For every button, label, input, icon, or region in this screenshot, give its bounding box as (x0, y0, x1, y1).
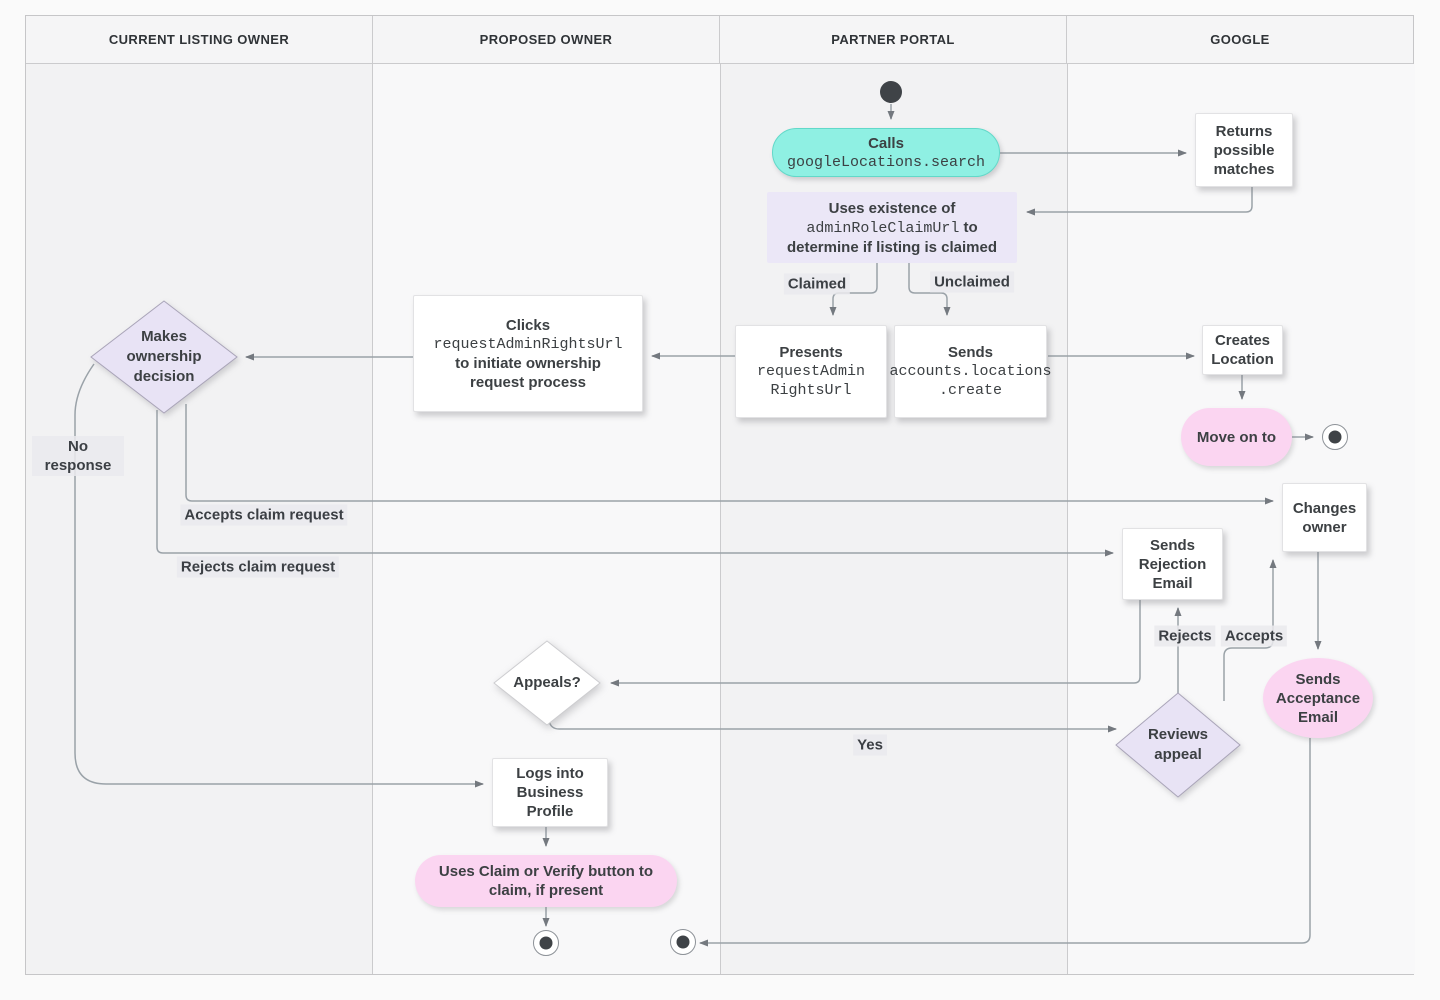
sends-create-label: Sends (947, 344, 993, 361)
uses-existence-code: adminRoleClaimUrl (806, 219, 960, 237)
makes-ownership-decision-diamond (90, 300, 238, 414)
presents-code-line2: RightsUrl (770, 382, 852, 399)
presents-label: Presents (779, 344, 843, 361)
clicks-line3: to initiate ownership (455, 354, 601, 372)
uses-existence-line1: Uses existence of (828, 199, 956, 217)
end-node-google (1322, 424, 1348, 450)
returns-possible-matches-node: Returns possible matches (1195, 113, 1293, 187)
appeals-label: Appeals? (513, 674, 581, 691)
sends-create-code-line2: .create (938, 382, 1002, 399)
sends-create-code-line1: accounts.locations (889, 363, 1052, 380)
edge-label-accepts-claim-request: Accepts claim request (180, 504, 348, 526)
uses-existence-line2-suffix: to (959, 218, 978, 236)
clicks-code: requestAdminRightsUrl (433, 335, 623, 353)
calls-code: googleLocations.search (786, 153, 986, 171)
presents-code-line1: requestAdmin (756, 363, 866, 380)
edge-label-no-response: No response (32, 436, 124, 476)
creates-location-node: Creates Location (1202, 325, 1283, 375)
sends-rejection-email-node: Sends Rejection Email (1122, 528, 1223, 600)
logs-into-business-profile-label: Logs into Business Profile (516, 765, 584, 820)
lane-header-google: GOOGLE (1067, 16, 1413, 63)
sends-acceptance-email-label: Sends Acceptance Email (1275, 670, 1361, 726)
end-node-dot (676, 935, 690, 949)
reviews-appeal-diamond (1115, 692, 1241, 798)
uses-existence-line3: determine if listing is claimed (786, 238, 998, 256)
sends-acceptance-email-node: Sends Acceptance Email (1263, 658, 1373, 738)
end-node-dot (1328, 430, 1342, 444)
edge-label-accepts: Accepts (1220, 625, 1288, 647)
reviews-appeal-label: Reviews appeal (1147, 726, 1209, 763)
creates-location-label: Creates Location (1211, 332, 1274, 368)
edge-label-rejects: Rejects (1154, 625, 1216, 647)
returns-possible-matches-label: Returns possible matches (1213, 122, 1275, 178)
lane-header-partner-portal: PARTNER PORTAL (720, 16, 1067, 63)
sends-rejection-email-label: Sends Rejection Email (1138, 536, 1207, 592)
appeals-diamond (493, 640, 601, 726)
logs-into-business-profile-node: Logs into Business Profile (492, 758, 608, 827)
lane-header-proposed-owner: PROPOSED OWNER (373, 16, 720, 63)
makes-ownership-decision-label: Makes ownership decision (126, 328, 202, 385)
presents-request-admin-rights-url-node: Presents requestAdmin RightsUrl (735, 325, 887, 418)
edge-label-rejects-claim-request: Rejects claim request (176, 556, 340, 578)
lane-header-current-listing-owner: CURRENT LISTING OWNER (26, 16, 373, 63)
uses-existence-node: Uses existence of adminRoleClaimUrl to d… (767, 192, 1017, 263)
changes-owner-node: Changes owner (1282, 483, 1367, 552)
clicks-line4: request process (470, 373, 586, 391)
uses-existence-line2: adminRoleClaimUrl to (806, 218, 977, 238)
uses-claim-or-verify-node: Uses Claim or Verify button to claim, if… (415, 855, 677, 907)
uses-claim-or-verify-label: Uses Claim or Verify button to claim, if… (438, 863, 654, 899)
edge-label-claimed: Claimed (783, 273, 851, 295)
changes-owner-label: Changes owner (1292, 499, 1357, 536)
sends-accounts-locations-create-node: Sends accounts.locations .create (889, 325, 1052, 418)
edge-label-yes: Yes (853, 734, 887, 756)
start-node (880, 81, 902, 103)
end-node-proposed-owner (533, 930, 559, 956)
calls-label: Calls (868, 134, 904, 152)
clicks-label: Clicks (505, 316, 551, 334)
move-on-to-node: Move on to (1181, 408, 1292, 466)
end-node-dot (539, 936, 553, 950)
lane-header-row: CURRENT LISTING OWNER PROPOSED OWNER PAR… (26, 16, 1413, 64)
clicks-request-admin-rights-url-node: Clicks requestAdminRightsUrl to initiate… (413, 295, 643, 412)
edge-label-unclaimed: Unclaimed (930, 271, 1014, 293)
move-on-to-label: Move on to (1196, 428, 1277, 446)
end-node-partner-portal (670, 929, 696, 955)
calls-google-locations-search-node: Calls googleLocations.search (772, 128, 1000, 177)
